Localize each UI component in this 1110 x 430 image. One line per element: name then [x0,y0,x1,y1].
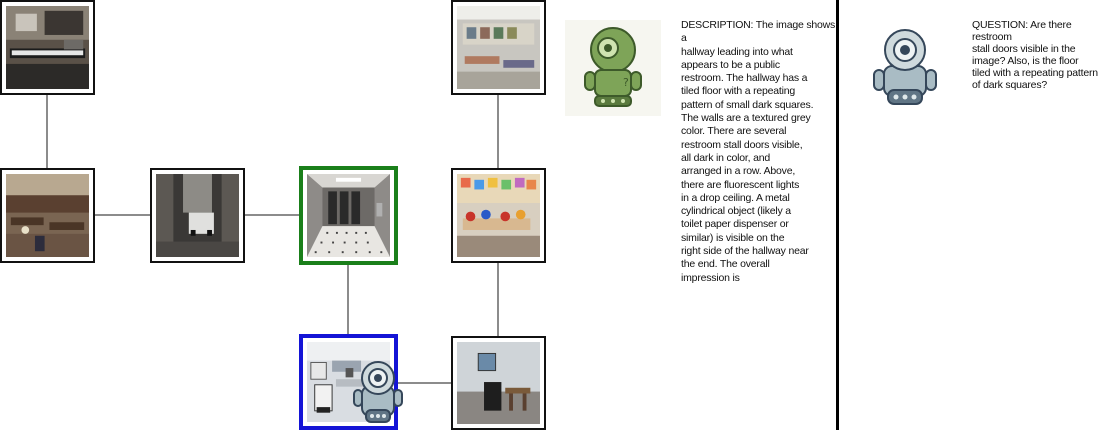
scene-image [457,342,540,424]
robot-blue-icon [873,29,937,105]
scene-image [307,174,390,257]
agent-robot-icon [353,361,403,423]
node-music-room[interactable] [0,0,95,95]
node-library[interactable] [0,168,95,263]
description-text: DESCRIPTION: The image shows a hallway l… [681,19,836,284]
node-office-computers[interactable] [299,334,403,430]
svg-text:?: ? [623,76,629,89]
question-text: QUESTION: Are there restroom stall doors… [972,19,1098,91]
node-restroom-hallway[interactable] [299,166,398,265]
scene-image [6,174,89,257]
panel-divider [836,0,839,430]
node-garage-alley[interactable] [150,168,245,263]
robot-green-icon: ? [584,27,642,107]
scene-image [6,6,89,89]
scene-image [156,174,239,257]
node-office-room[interactable] [451,336,546,430]
node-classroom-top[interactable] [451,0,546,95]
scene-image [457,174,540,257]
avatar: ? [565,20,661,116]
node-classroom-kids[interactable] [451,168,546,263]
scene-image [457,6,540,89]
